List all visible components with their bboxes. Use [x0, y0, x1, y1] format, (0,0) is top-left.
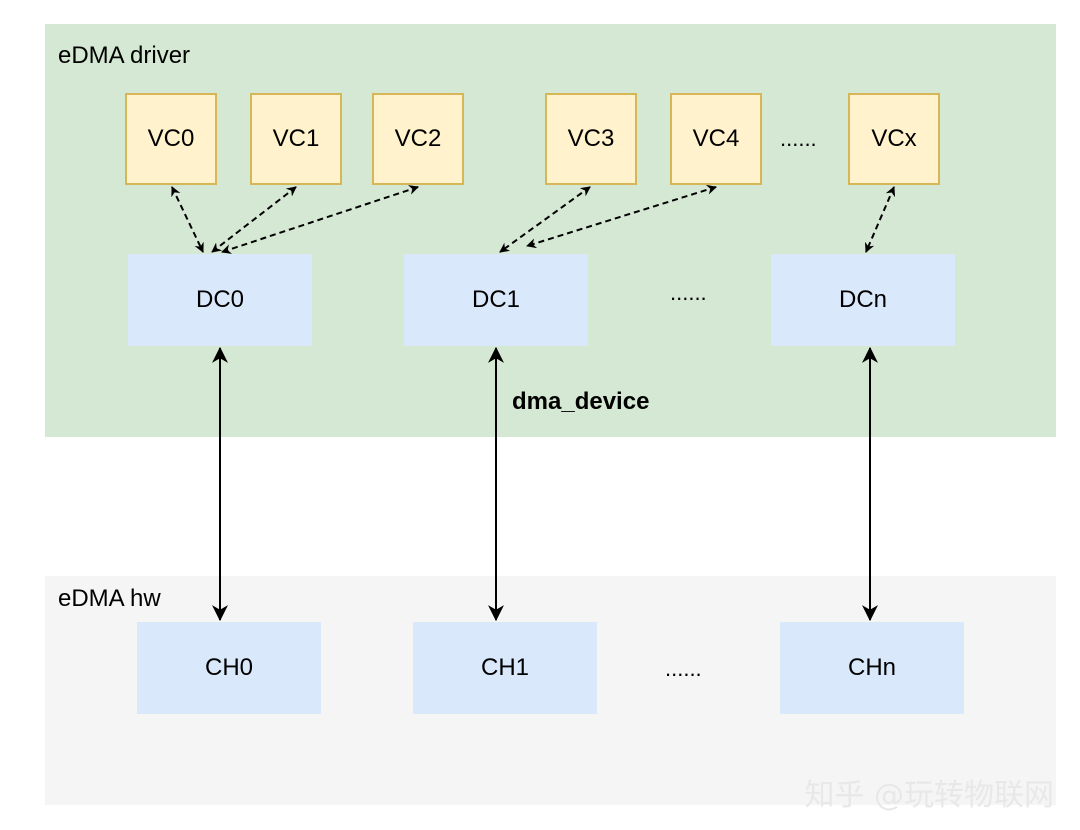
edma-driver-label: eDMA driver [58, 42, 191, 69]
vcx-box: VCx [848, 93, 940, 185]
vc2-box: VC2 [372, 93, 464, 185]
vc1-box: VC1 [250, 93, 342, 185]
vc-ellipsis: ...... [780, 126, 817, 151]
dma-device-label: dma_device [512, 388, 650, 415]
ch1-box: CH1 [413, 622, 597, 714]
edma-hw-label: eDMA hw [58, 585, 161, 612]
ch0-box: CH0 [137, 622, 321, 714]
chn-box: CHn [780, 622, 964, 714]
watermark: 知乎 @玩转物联网 [804, 778, 1054, 813]
dc1-box: DC1 [404, 254, 588, 346]
dc0-box: DC0 [128, 254, 312, 346]
dc-ellipsis: ...... [670, 280, 707, 305]
vc4-box: VC4 [670, 93, 762, 185]
edma-driver-region [45, 24, 1056, 437]
vc3-box: VC3 [545, 93, 637, 185]
dcn-box: DCn [771, 254, 955, 346]
ch-ellipsis: ...... [665, 656, 702, 681]
vc0-box: VC0 [125, 93, 217, 185]
